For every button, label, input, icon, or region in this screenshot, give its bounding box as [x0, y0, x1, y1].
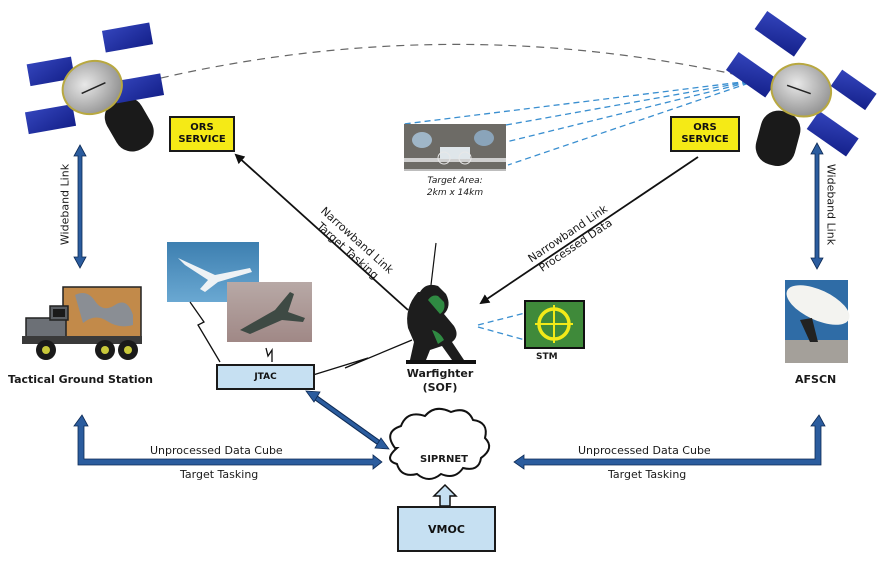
comm-link-jet-jtac — [265, 347, 273, 362]
vmoc-box: VMOC — [397, 506, 496, 552]
ors-service-left-line2: SERVICE — [178, 134, 226, 145]
wideband-link-left-label: Wideband Link — [58, 163, 72, 246]
narrowband-arrow-left — [234, 153, 409, 311]
afscn-dish-photo — [785, 280, 850, 363]
bottom-left-line2: Target Tasking — [180, 468, 259, 481]
tactical-ground-station-label: Tactical Ground Station — [8, 373, 153, 386]
ors-service-left-box: ORS SERVICE — [169, 116, 235, 152]
ors-service-right-line1: ORS — [693, 122, 717, 133]
stm-display — [524, 300, 585, 349]
left-satellite — [24, 22, 165, 152]
ors-service-left-line1: ORS — [190, 122, 214, 133]
warfighter-label: Warfighter (SOF) — [400, 367, 480, 395]
bottom-left-data-arrow — [73, 414, 383, 470]
comm-link-jtac-warfighter — [312, 339, 413, 376]
tactical-ground-station-truck — [22, 286, 142, 360]
jtac-box: JTAC — [216, 364, 315, 390]
warfighter-antenna — [430, 242, 437, 286]
wideband-link-right-label: Wideband Link — [824, 163, 838, 246]
bottom-left-line1: Unprocessed Data Cube — [150, 444, 283, 457]
siprnet-label: SIPRNET — [420, 454, 468, 465]
ors-service-right-line2: SERVICE — [681, 134, 729, 145]
target-area-caption: Target Area: 2km x 14km — [400, 175, 510, 199]
target-area-line2: 2km x 14km — [426, 188, 484, 198]
narrowband-arrow-right — [479, 156, 699, 305]
warfighter-soldier-figure — [406, 284, 476, 364]
ors-service-right-box: ORS SERVICE — [670, 116, 740, 152]
warfighter-line2: (SOF) — [422, 381, 458, 394]
satellite-body — [104, 97, 154, 152]
afscn-label: AFSCN — [795, 373, 837, 386]
stm-label: STM — [536, 352, 558, 362]
siprnet-cloud — [389, 407, 491, 480]
warfighter-line1: Warfighter — [406, 367, 474, 380]
vmoc-siprnet-arrow — [432, 483, 458, 507]
bottom-right-data-arrow — [513, 414, 826, 470]
warfighter-stm-link — [477, 312, 526, 341]
inter-satellite-link — [119, 43, 761, 89]
right-satellite — [725, 11, 877, 166]
fighter-jet-photo — [227, 282, 312, 342]
comm-link-uav-jtac — [189, 301, 221, 363]
wideband-arrow-left — [73, 144, 87, 269]
wideband-arrow-right — [810, 142, 824, 270]
bottom-right-line1: Unprocessed Data Cube — [578, 444, 711, 457]
target-area-line1: Target Area: — [427, 176, 483, 186]
bottom-right-line2: Target Tasking — [608, 468, 687, 481]
target-area-image — [404, 124, 506, 171]
jtac-siprnet-arrow — [305, 390, 390, 450]
sensor-footprint-lines — [403, 79, 759, 166]
